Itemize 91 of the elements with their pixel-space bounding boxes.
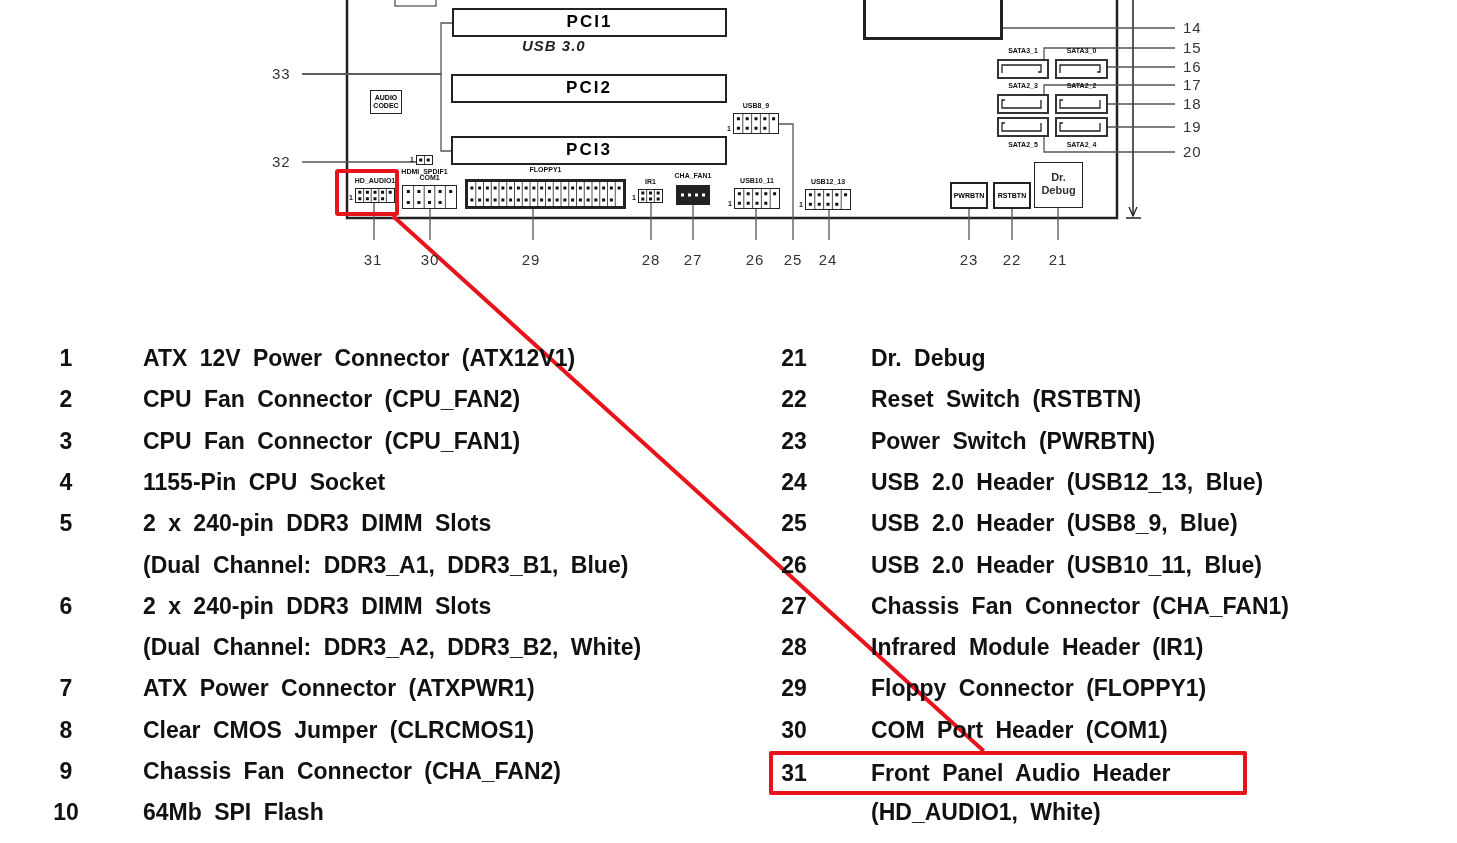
leader-line: [650, 202, 652, 241]
list-number: 21: [780, 344, 808, 372]
callout-number: 30: [416, 240, 444, 268]
leader-line: [1107, 126, 1176, 128]
leader-line: [1107, 103, 1176, 105]
list-number: 24: [780, 467, 808, 496]
list-number: 22: [780, 385, 808, 414]
callout-number: 18: [1175, 96, 1211, 112]
list-number: 9: [58, 757, 74, 785]
callout-number: 17: [1175, 77, 1211, 93]
list-text: ATX Power Connector (ATXPWR1): [143, 674, 535, 703]
leader-line: [1043, 136, 1176, 153]
list-text: 2 x 240-pin DDR3 DIMM Slots: [143, 591, 492, 620]
callout-number: 25: [779, 240, 807, 268]
list-text: CPU Fan Connector (CPU_FAN1): [143, 426, 521, 455]
list-number: 23: [780, 426, 808, 455]
list-text: Power Switch (PWRBTN): [871, 426, 1156, 455]
list-number: 27: [780, 591, 808, 620]
list-number: 29: [780, 674, 808, 703]
leader-line: [1011, 208, 1013, 241]
chip-outline: [863, 0, 1003, 40]
list-text: Infrared Module Header (IR1): [871, 633, 1204, 662]
callout-number: 19: [1175, 119, 1211, 135]
highlight-box: [769, 751, 1247, 795]
callout-number: 29: [517, 240, 545, 268]
list-text: 2 x 240-pin DDR3 DIMM Slots: [143, 509, 492, 538]
list-text: USB 2.0 Header (USB8_9, Blue): [871, 509, 1238, 538]
callout-number: 32: [266, 152, 302, 172]
list-text: Dr. Debug: [871, 344, 986, 372]
list-number: 3: [58, 426, 74, 455]
callout-number: 14: [1175, 20, 1211, 36]
leader-line: [1043, 84, 1176, 95]
pci-slot: PCI2: [451, 74, 727, 103]
list-text: Front Panel Audio Header: [871, 759, 1171, 787]
callout-number: 27: [679, 240, 707, 268]
callout-number: 20: [1175, 144, 1211, 160]
leader-line: [532, 208, 534, 241]
list-number: 25: [780, 509, 808, 538]
callout-number: 22: [998, 240, 1026, 268]
list-text: Chassis Fan Connector (CHA_FAN2): [143, 757, 561, 785]
leader-line: [1107, 66, 1176, 68]
leader-line: [301, 161, 417, 163]
callout-number: 31: [359, 240, 387, 268]
connector-line: [391, 214, 986, 753]
list-text: USB 2.0 Header (USB12_13, Blue): [871, 467, 1264, 496]
leader-line: [968, 208, 970, 241]
list-text: USB 2.0 Header (USB10_11, Blue): [871, 550, 1262, 579]
list-number: 4: [58, 467, 74, 496]
list-text: Clear CMOS Jumper (CLRCMOS1): [143, 715, 535, 744]
list-text: 1155-Pin CPU Socket: [143, 467, 386, 496]
slot-label: USB 3.0: [522, 37, 586, 54]
debug-display: Dr. Debug: [1034, 162, 1083, 208]
callout-number: 24: [814, 240, 842, 268]
callout-number: 23: [955, 240, 983, 268]
leader-line: [1057, 207, 1059, 241]
callout-number: 21: [1044, 240, 1072, 268]
leader-line: [429, 208, 431, 241]
leader-line: [692, 204, 694, 241]
leader-line: [1043, 47, 1176, 60]
list-number: 26: [780, 550, 808, 579]
list-number: 8: [58, 715, 74, 744]
list-number: 2: [58, 385, 74, 414]
leader-line: [828, 209, 830, 241]
list-number: 28: [780, 633, 808, 662]
list-text: (Dual Channel: DDR3_A2, DDR3_B2, White): [143, 633, 642, 662]
leader-line: [1002, 27, 1176, 29]
leader-line: [301, 73, 452, 152]
list-number: 10: [52, 798, 80, 827]
list-number: 30: [780, 715, 808, 744]
list-text: (HD_AUDIO1, White): [871, 798, 1101, 827]
pci-slot: PCI1: [452, 8, 727, 37]
callout-number: 33: [266, 64, 302, 84]
list-text: Reset Switch (RSTBTN): [871, 385, 1142, 414]
list-text: 64Mb SPI Flash: [143, 798, 324, 827]
callout-number: 15: [1175, 40, 1211, 56]
list-number: 1: [58, 344, 74, 372]
callout-number: 28: [637, 240, 665, 268]
callout-number: 26: [741, 240, 769, 268]
list-text: Chassis Fan Connector (CHA_FAN1): [871, 591, 1289, 620]
list-number: 31: [780, 759, 808, 787]
pci-slot: PCI3: [451, 136, 727, 165]
highlight-box: [335, 169, 399, 216]
list-number: 6: [58, 591, 74, 620]
list-number: 7: [58, 674, 74, 703]
leader-line: [373, 202, 375, 241]
list-number: 5: [58, 509, 74, 538]
list-text: CPU Fan Connector (CPU_FAN2): [143, 385, 521, 414]
leader-line: [778, 123, 794, 241]
list-text: (Dual Channel: DDR3_A1, DDR3_B1, Blue): [143, 550, 629, 579]
leader-line: [755, 208, 757, 241]
callout-number: 16: [1175, 59, 1211, 75]
